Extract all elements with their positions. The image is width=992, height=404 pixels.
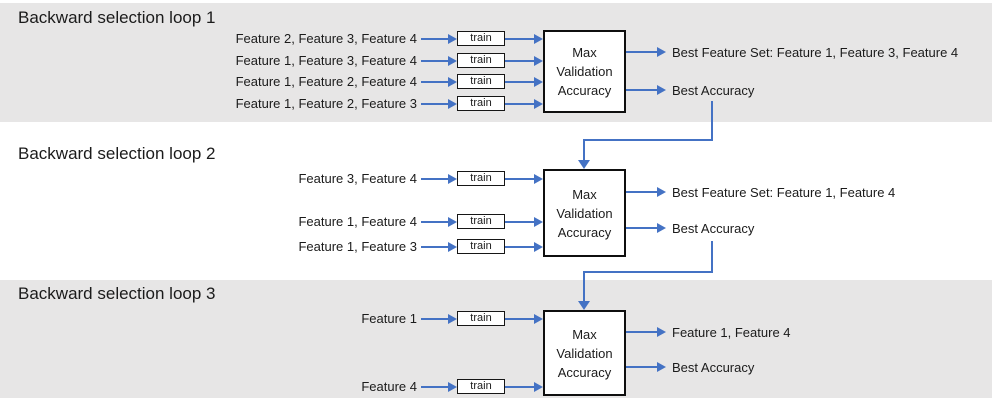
train-box: train xyxy=(457,74,505,89)
connector-line xyxy=(583,139,713,141)
train-box: train xyxy=(457,214,505,229)
arrow-right-icon xyxy=(505,313,543,324)
feature-set-row: Feature 2, Feature 3, Feature 4 train xyxy=(0,31,543,46)
loop3-background-band xyxy=(0,280,992,398)
arrow-right-icon xyxy=(505,173,543,184)
feature-set-label: Feature 1, Feature 3, Feature 4 xyxy=(235,53,417,68)
connector-line xyxy=(583,271,713,273)
feature-set-label: Feature 4 xyxy=(361,379,417,394)
train-box: train xyxy=(457,311,505,326)
train-box: train xyxy=(457,53,505,68)
arrow-right-icon xyxy=(626,362,666,372)
max-box-line: Validation xyxy=(556,345,613,361)
feature-set-label: Feature 3, Feature 4 xyxy=(298,171,417,186)
max-box-line: Accuracy xyxy=(557,364,612,380)
max-validation-accuracy-box: Max Validation Accuracy xyxy=(543,169,626,257)
max-box-line: Accuracy xyxy=(557,83,612,98)
feature-set-row: Feature 4 train xyxy=(0,379,543,394)
best-accuracy-label: Best Accuracy xyxy=(672,220,755,236)
arrow-right-icon xyxy=(626,47,666,57)
feature-set-label: Feature 1, Feature 4 xyxy=(298,214,417,229)
arrow-right-icon xyxy=(421,381,457,392)
loop2-title: Backward selection loop 2 xyxy=(18,144,216,163)
best-feature-set-label: Best Feature Set: Feature 1, Feature 3, … xyxy=(672,44,959,60)
train-box: train xyxy=(457,31,505,46)
feature-set-row: Feature 1, Feature 2, Feature 4 train xyxy=(0,74,543,89)
arrow-right-icon xyxy=(626,327,666,337)
arrow-right-icon xyxy=(505,241,543,252)
arrow-down-icon xyxy=(578,160,590,169)
feature-set-row: Feature 1, Feature 3 train xyxy=(0,239,543,254)
output-row: Feature 1, Feature 4 xyxy=(626,324,791,340)
train-box: train xyxy=(457,96,505,111)
connector-line xyxy=(711,241,713,272)
arrow-right-icon xyxy=(421,173,457,184)
arrow-down-icon xyxy=(578,301,590,310)
feature-set-label: Feature 1, Feature 3 xyxy=(298,239,417,254)
arrow-right-icon xyxy=(505,98,543,109)
best-accuracy-label: Best Accuracy xyxy=(672,82,755,98)
max-box-line: Accuracy xyxy=(557,224,612,240)
arrow-right-icon xyxy=(505,33,543,44)
arrow-right-icon xyxy=(421,76,457,87)
feature-set-label: Feature 2, Feature 3, Feature 4 xyxy=(235,31,417,46)
train-box: train xyxy=(457,239,505,254)
arrow-right-icon xyxy=(505,216,543,227)
max-box-line: Max xyxy=(572,326,597,342)
arrow-right-icon xyxy=(626,85,666,95)
max-validation-accuracy-box: Max Validation Accuracy xyxy=(543,310,626,396)
connector-line xyxy=(583,271,585,301)
max-box-line: Validation xyxy=(556,64,613,79)
connector-line xyxy=(583,139,585,160)
arrow-right-icon xyxy=(505,76,543,87)
arrow-right-icon xyxy=(421,33,457,44)
loop1-title: Backward selection loop 1 xyxy=(18,8,216,27)
feature-set-row: Feature 1, Feature 3, Feature 4 train xyxy=(0,53,543,68)
arrow-right-icon xyxy=(626,187,666,197)
output-row: Best Accuracy xyxy=(626,220,754,236)
max-box-line: Max xyxy=(572,45,597,60)
feature-set-row: Feature 3, Feature 4 train xyxy=(0,171,543,186)
arrow-right-icon xyxy=(421,98,457,109)
arrow-right-icon xyxy=(421,313,457,324)
max-box-line: Validation xyxy=(556,205,613,221)
feature-set-label: Feature 1, Feature 2, Feature 4 xyxy=(235,74,417,89)
connector-line xyxy=(711,101,713,139)
max-box-line: Max xyxy=(572,186,597,202)
arrow-right-icon xyxy=(421,216,457,227)
best-feature-set-label: Feature 1, Feature 4 xyxy=(672,324,791,340)
arrow-right-icon xyxy=(421,241,457,252)
max-validation-accuracy-box: Max Validation Accuracy xyxy=(543,30,626,113)
feature-set-row: Feature 1, Feature 2, Feature 3 train xyxy=(0,96,543,111)
output-row: Best Accuracy xyxy=(626,82,754,98)
best-feature-set-label: Best Feature Set: Feature 1, Feature 4 xyxy=(672,184,896,200)
output-row: Best Accuracy xyxy=(626,359,754,375)
best-accuracy-label: Best Accuracy xyxy=(672,359,755,375)
train-box: train xyxy=(457,379,505,394)
feature-set-label: Feature 1, Feature 2, Feature 3 xyxy=(235,96,417,111)
feature-set-label: Feature 1 xyxy=(361,311,417,326)
feature-set-row: Feature 1 train xyxy=(0,311,543,326)
feature-set-row: Feature 1, Feature 4 train xyxy=(0,214,543,229)
arrow-right-icon xyxy=(505,55,543,66)
output-row: Best Feature Set: Feature 1, Feature 3, … xyxy=(626,44,958,60)
output-row: Best Feature Set: Feature 1, Feature 4 xyxy=(626,184,895,200)
loop3-title: Backward selection loop 3 xyxy=(18,284,216,303)
arrow-right-icon xyxy=(626,223,666,233)
train-box: train xyxy=(457,171,505,186)
arrow-right-icon xyxy=(421,55,457,66)
arrow-right-icon xyxy=(505,381,543,392)
